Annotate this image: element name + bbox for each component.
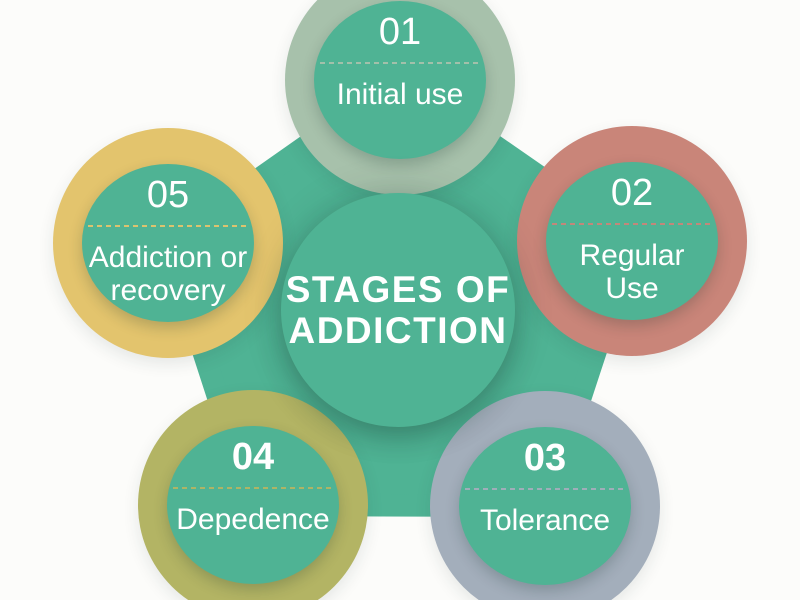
stage-label: Depedence (176, 503, 330, 536)
stage-inner-circle (459, 427, 631, 585)
stage-node-02-regular-use: 02 Regular Use (517, 126, 747, 356)
stage-label: Initial use (336, 78, 464, 111)
stage-number: 05 (146, 174, 190, 216)
stage-number: 03 (523, 437, 567, 479)
stage-label: Addiction or recovery (88, 241, 248, 307)
diagram-title-line2: ADDICTION (288, 310, 508, 351)
stage-divider (552, 223, 712, 225)
stage-node-05-addiction-or-recovery: 05 Addiction or recovery (53, 128, 283, 358)
stage-number: 01 (378, 11, 422, 53)
diagram-title: STAGES OF ADDICTION (286, 269, 511, 351)
stage-inner-circle (314, 1, 486, 159)
stage-label: Regular Use (579, 239, 685, 305)
stage-node-01-initial-use: 01 Initial use (285, 0, 515, 195)
stage-divider (465, 488, 625, 490)
stage-number: 02 (610, 172, 654, 214)
stage-node-03-tolerance: 03 Tolerance (430, 391, 660, 600)
stage-node-04-depedence: 04 Depedence (138, 390, 368, 600)
stage-inner-circle (82, 164, 254, 322)
stage-inner-circle (546, 162, 718, 320)
stage-divider (173, 487, 333, 489)
stage-label: Tolerance (479, 504, 611, 537)
stage-number: 04 (231, 436, 275, 478)
stage-divider (88, 225, 248, 227)
stage-divider (320, 62, 480, 64)
diagram-title-line1: STAGES OF (285, 269, 511, 310)
center-circle: STAGES OF ADDICTION (281, 193, 515, 427)
stage-inner-circle (167, 426, 339, 584)
